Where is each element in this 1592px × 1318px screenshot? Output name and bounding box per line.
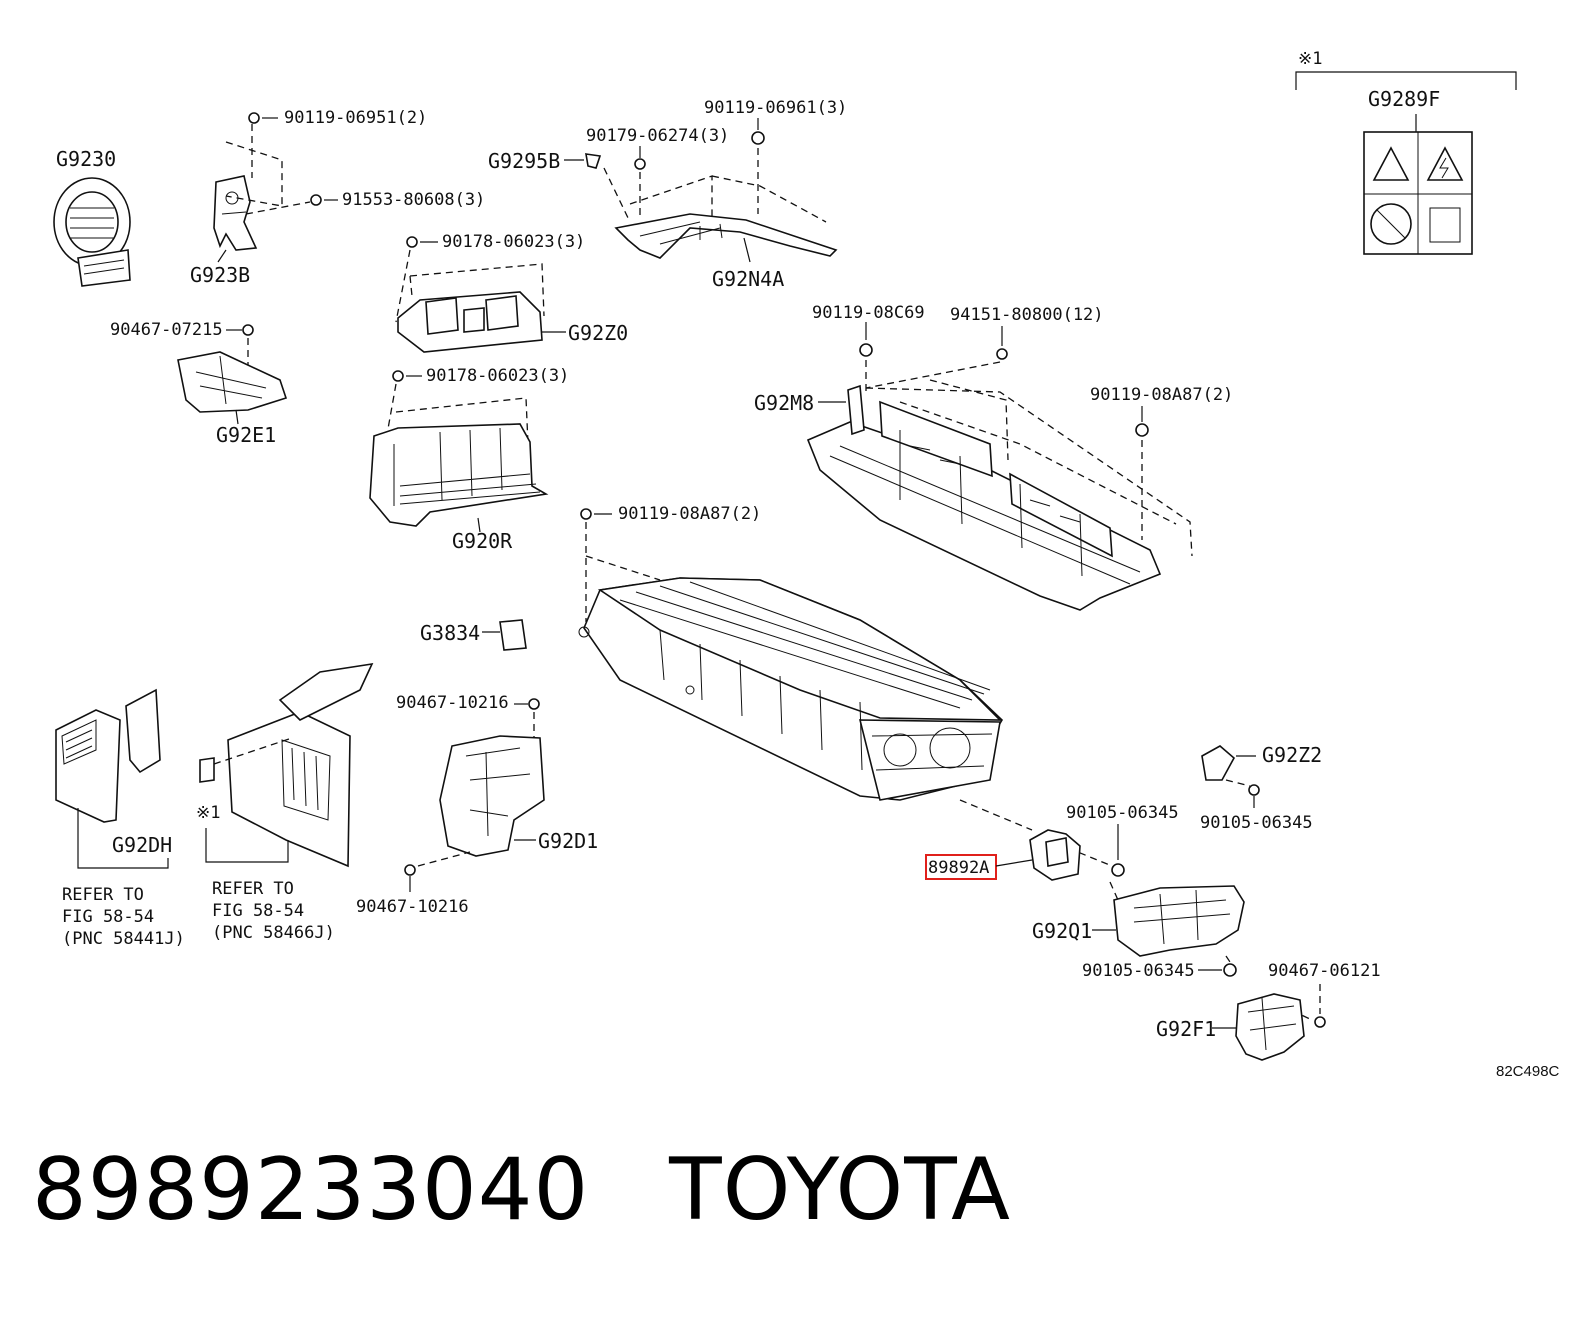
footer-brand: TOYOTA xyxy=(669,1140,1011,1240)
g92d1-cover-part xyxy=(439,735,545,857)
g92z0-module-part xyxy=(397,291,543,353)
diagram-code: 82C498C xyxy=(1496,1063,1560,1080)
highlight-box[interactable] xyxy=(925,854,997,880)
nut-icon xyxy=(406,236,418,248)
nut-icon xyxy=(392,370,404,382)
label-90119-08c69: 90119-08C69 xyxy=(812,303,925,323)
label-90119-08a87-a: 90119-08A87(2) xyxy=(1090,385,1233,405)
label-90119-08a87-b: 90119-08A87(2) xyxy=(618,504,761,524)
g92m8-rail-part xyxy=(806,384,1162,611)
note-mark: ※1 xyxy=(196,803,220,823)
trim-panel-part xyxy=(199,662,374,868)
label-g9230: G9230 xyxy=(56,147,116,171)
label-g92dh: G92DH xyxy=(112,833,172,857)
label-90105-06345-c: 90105-06345 xyxy=(1082,961,1195,981)
warning-label-part xyxy=(1363,131,1473,255)
label-g92m8: G92M8 xyxy=(754,391,814,415)
label-g9295b: G9295B xyxy=(488,149,560,173)
label-g92q1: G92Q1 xyxy=(1032,919,1092,943)
ref1-line2: FIG 58-54 xyxy=(62,907,154,927)
nut-icon xyxy=(634,158,646,170)
ref2-line3: (PNC 58466J) xyxy=(212,923,335,943)
g920r-bracket-part xyxy=(369,423,549,527)
label-90467-06121: 90467-06121 xyxy=(1268,961,1381,981)
bolt-icon xyxy=(1135,423,1149,437)
g92q1-bracket-part xyxy=(1113,885,1245,957)
label-89892a[interactable]: 89892A xyxy=(928,858,989,878)
label-g92d1: G92D1 xyxy=(538,829,598,853)
nut-icon xyxy=(996,348,1008,360)
clip-icon xyxy=(242,324,254,336)
label-90178-06023-b: 90178-06023(3) xyxy=(426,366,569,386)
label-g9289f: G9289F xyxy=(1368,87,1440,111)
bolt-icon xyxy=(859,343,873,357)
ref2-line2: FIG 58-54 xyxy=(212,901,304,921)
label-90105-06345-b: 90105-06345 xyxy=(1066,803,1179,823)
ref1-line3: (PNC 58441J) xyxy=(62,929,185,949)
ref1-line1: REFER TO xyxy=(62,885,144,905)
note-mark-top: ※1 xyxy=(1298,49,1322,69)
footer: 8989233040 TOYOTA xyxy=(32,1140,1091,1240)
89892a-sensor-part xyxy=(1029,829,1081,881)
bolt-icon xyxy=(248,112,260,124)
label-90105-06345-a: 90105-06345 xyxy=(1200,813,1313,833)
label-90467-07215: 90467-07215 xyxy=(110,320,223,340)
blower-fan-part xyxy=(53,177,131,287)
label-g92z2: G92Z2 xyxy=(1262,743,1322,767)
label-90467-10216-a: 90467-10216 xyxy=(396,693,509,713)
g92n4a-bracket-part xyxy=(614,213,838,259)
g3834-clip-icon xyxy=(499,619,527,651)
g92z2-clip-part xyxy=(1201,745,1236,781)
label-90467-10216-b: 90467-10216 xyxy=(356,897,469,917)
screw-icon xyxy=(310,194,322,206)
warning-triangle-icon xyxy=(1372,146,1410,181)
label-g92e1: G92E1 xyxy=(216,423,276,447)
label-g920r: G920R xyxy=(452,529,513,553)
label-90178-06023-a: 90178-06023(3) xyxy=(442,232,585,252)
label-g92n4a: G92N4A xyxy=(712,267,784,291)
clip-icon xyxy=(404,864,416,876)
bolt-icon xyxy=(1111,863,1125,877)
label-g923b: G923B xyxy=(190,263,250,287)
ref2-line1: REFER TO xyxy=(212,879,294,899)
footer-part-number: 8989233040 xyxy=(32,1140,590,1240)
label-g3834: G3834 xyxy=(420,621,480,645)
clip-icon xyxy=(1314,1016,1326,1028)
label-94151-80800: 94151-80800(12) xyxy=(950,305,1104,325)
high-voltage-icon xyxy=(1426,146,1464,181)
label-g92f1: G92F1 xyxy=(1156,1017,1216,1041)
label-90119-06951: 90119-06951(2) xyxy=(284,108,427,128)
label-90179-06274: 90179-06274(3) xyxy=(586,126,729,146)
bolt-icon xyxy=(580,508,592,520)
g92f1-bracket-part xyxy=(1235,993,1305,1061)
label-91553-80608: 91553-80608(3) xyxy=(342,190,485,210)
bolt-icon xyxy=(751,131,765,145)
g92e1-duct-part xyxy=(177,351,288,413)
battery-pack-part xyxy=(578,577,1004,801)
label-90119-06961: 90119-06961(3) xyxy=(704,98,847,118)
label-g92z0: G92Z0 xyxy=(568,321,628,345)
clip-icon xyxy=(585,153,602,169)
bolt-icon xyxy=(1223,963,1237,977)
bolt-icon xyxy=(1248,784,1260,796)
clip-icon xyxy=(528,698,540,710)
g92dh-panel-part xyxy=(55,688,161,823)
